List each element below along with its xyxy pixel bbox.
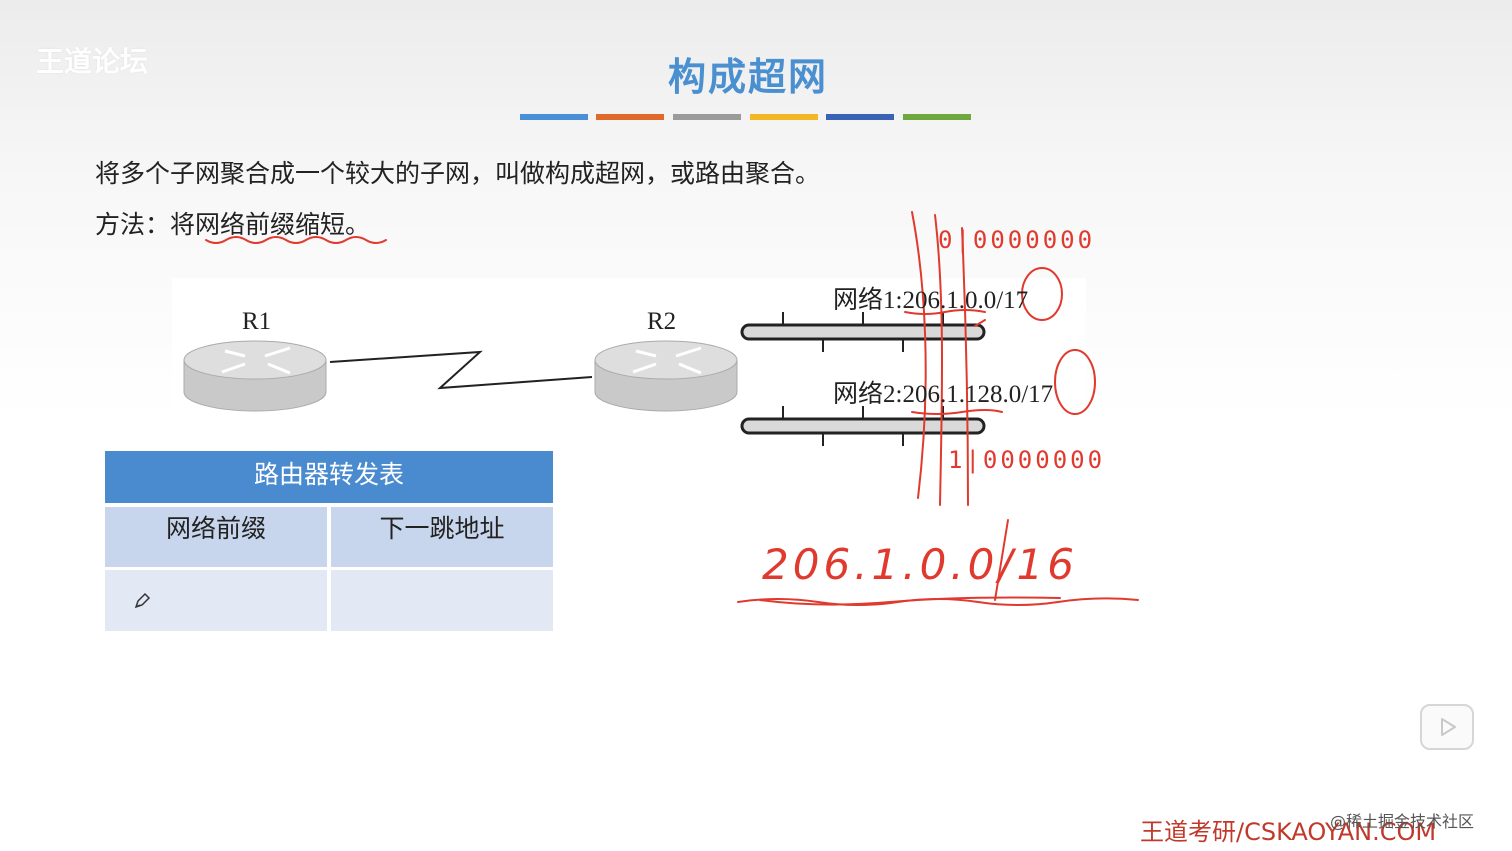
definition-text: 将多个子网聚合成一个较大的子网，叫做构成超网，或路由聚合。 bbox=[95, 159, 821, 188]
network1-label: 网络1:206.1.0.0/17 bbox=[833, 287, 1029, 314]
deco-bar-2 bbox=[596, 114, 664, 120]
deco-bar-5 bbox=[826, 114, 894, 120]
routing-table-title: 路由器转发表 bbox=[105, 451, 553, 503]
slide-title-text: 构成超网 bbox=[668, 55, 829, 99]
method-text: 方法：将网络前缀缩短。 bbox=[95, 210, 371, 239]
handwritten-annotations bbox=[205, 211, 1139, 606]
router-r1-icon bbox=[183, 340, 327, 412]
router-r2-icon bbox=[594, 340, 738, 412]
table-cell-next-hop[interactable] bbox=[331, 570, 553, 631]
serial-link bbox=[329, 350, 593, 390]
deco-bar-4 bbox=[750, 114, 818, 120]
juejin-watermark: @稀土掘金技术社区 bbox=[1330, 812, 1475, 831]
footer-brand: 王道考研/CSKAOYAN.COM bbox=[1140, 818, 1437, 846]
deco-bar-1 bbox=[520, 114, 588, 120]
handwritten-bits-1: 0|0000000 bbox=[938, 226, 1096, 254]
table-row bbox=[105, 570, 553, 631]
table-cell-prefix[interactable] bbox=[105, 570, 327, 631]
column-header-next-hop: 下一跳地址 bbox=[331, 507, 553, 567]
handwritten-result: 206.1.0.0/16 bbox=[762, 540, 1078, 589]
play-button[interactable] bbox=[1420, 704, 1474, 750]
network2-label: 网络2:206.1.128.0/17 bbox=[833, 381, 1054, 408]
routing-table-header-row: 网络前缀 下一跳地址 bbox=[105, 507, 553, 567]
network2-bus bbox=[740, 406, 986, 446]
routing-table: 路由器转发表 网络前缀 下一跳地址 bbox=[105, 451, 553, 631]
router-r1-label: R1 bbox=[242, 308, 272, 335]
pencil-icon bbox=[134, 592, 151, 609]
slide-title: 构成超网 bbox=[668, 46, 828, 101]
column-header-prefix: 网络前缀 bbox=[105, 507, 327, 567]
handwritten-bits-2: 1|0000000 bbox=[948, 446, 1106, 474]
deco-bar-3 bbox=[673, 114, 741, 120]
network1-bus bbox=[740, 312, 986, 352]
deco-bar-6 bbox=[903, 114, 971, 120]
forum-watermark: 王道论坛 bbox=[36, 45, 149, 78]
router-r2-label: R2 bbox=[647, 308, 677, 335]
play-icon bbox=[1441, 718, 1456, 736]
